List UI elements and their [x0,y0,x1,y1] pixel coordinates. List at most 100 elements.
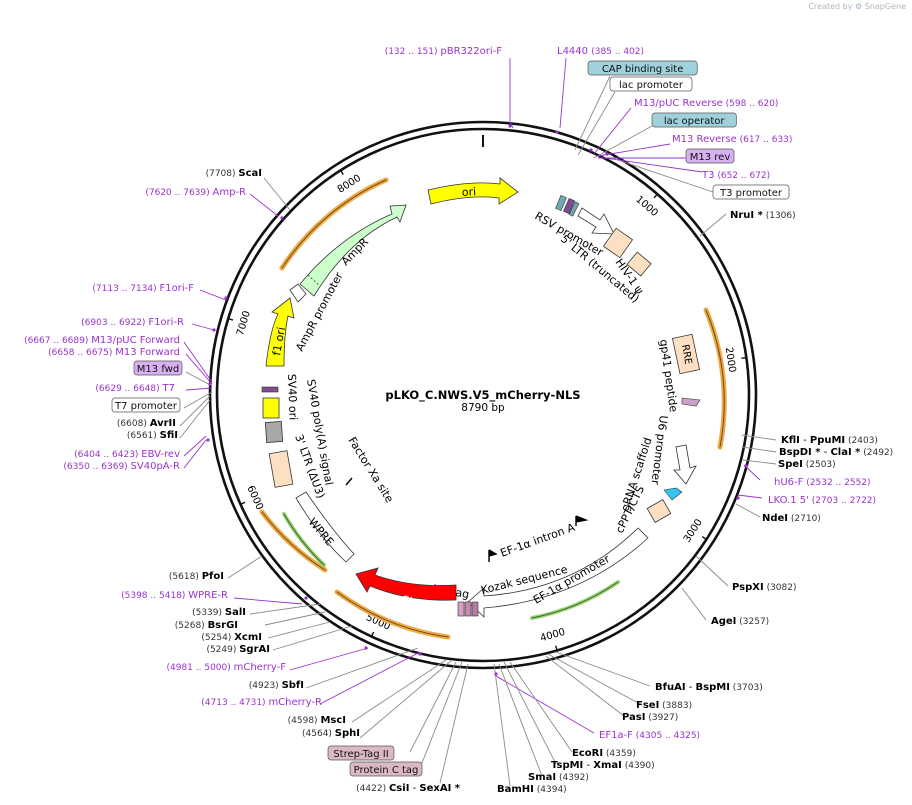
right-label-6[interactable]: T3 (652 .. 672) [701,170,770,181]
feature-hiv-psi[interactable] [626,251,652,277]
feature-sv40ori[interactable] [262,397,280,419]
left-label-9[interactable]: (6608) AvrII [117,418,176,429]
feature-rsv-promoter[interactable] [577,207,615,235]
left-label-8[interactable]: T7 promoter [114,401,178,412]
left-label-18[interactable]: (5249) SgrAI [206,644,270,655]
bottom-label-strep[interactable]: Strep-Tag II [333,749,388,760]
right-label-16[interactable]: AgeI (3257) [711,616,769,627]
right-label-22[interactable]: TspMI - XmaI (4390) [551,760,655,771]
feature-cppt[interactable] [646,499,672,523]
tick-2000 [741,356,748,359]
left-label-11[interactable]: (6404 .. 6423) EBV-rev [74,449,180,460]
left-name-23: SphI [335,728,360,739]
feature-ef1-promoter[interactable] [467,527,649,618]
right-coord-12: (2532 .. 2552) [803,478,870,488]
right-label-1[interactable]: lac promoter [619,80,684,91]
right-label-0[interactable]: CAP binding site [602,64,684,75]
right-label-12[interactable]: hU6-F (2532 .. 2552) [774,477,871,488]
left-label-12[interactable]: (6350 .. 6369) SV40pA-R [63,461,180,472]
left-label-20[interactable]: (4923) SbfI [249,680,304,691]
feature-mcherry[interactable] [355,567,457,601]
right-label-10[interactable]: BspDI * - ClaI * (2492) [779,447,893,458]
left-label-23[interactable]: (4564) SphI [302,728,360,739]
left-coord-11: (6404 .. 6423) [74,450,141,460]
feature-lacop-box [568,201,580,217]
left-label-5[interactable]: (6658 .. 6675) M13 Forward [48,347,180,358]
left-label-0[interactable]: (7708) ScaI [206,168,262,179]
feature-v5-box2[interactable] [464,601,472,617]
feature-u6[interactable] [673,444,697,485]
left-name-3: F1ori-R [148,317,184,328]
left-label-13[interactable]: (5618) PfoI [169,571,224,582]
feature-wpre[interactable] [295,491,355,563]
feature-3ltr[interactable] [268,450,294,488]
left-name-10: SfiI [160,430,178,441]
feature-ampr[interactable] [299,204,407,297]
top-label-l4440[interactable]: L4440 (385 .. 402) [557,46,644,57]
tick-1000 [653,192,659,199]
tick-label: 4000 [539,627,567,645]
right-label-13[interactable]: LKO.1 5' (2703 .. 2722) [768,495,876,506]
left-label-3[interactable]: (6903 .. 6922) F1ori-R [81,317,184,328]
bottom-label-csi[interactable]: (4422) CsiI - SexAI * [356,783,461,794]
left-label-4[interactable]: (6667 .. 6689) M13/pUC Forward [24,335,180,346]
right-label-20[interactable]: EF1a-F (4305 .. 4325) [599,730,700,741]
right-label-19[interactable]: PasI (3927) [622,712,678,723]
left-label-16[interactable]: (5268) BsrGI [175,620,238,631]
feature-factor-xa-label: Factor Xa site [345,435,396,506]
left-label-22[interactable]: (4598) MscI [288,715,346,726]
right-label-5[interactable]: M13 rev [690,152,731,163]
right-label-15[interactable]: PspXI (3082) [732,582,797,593]
right-label-7[interactable]: T3 promoter [719,188,783,199]
left-coord-18: (5249) [206,645,239,655]
right-label-2[interactable]: M13/pUC Reverse (598 .. 620) [634,98,778,109]
feature-rre[interactable] [672,333,700,375]
feature-5ltr[interactable] [602,227,634,259]
right-label-9[interactable]: KflI - PpuMI (2403) [781,435,878,446]
right-label-24[interactable]: BamHI (4394) [497,784,567,795]
right-label-17[interactable]: BfuAI - BspMI (3703) [655,682,763,693]
left-label-7[interactable]: (6629 .. 6648) T7 [95,383,175,394]
left-label-6-box [133,360,183,376]
right-label-14[interactable]: NdeI (2710) [762,513,821,524]
left-label-6[interactable]: M13 fwd [137,364,179,375]
right-label-3[interactable]: lac operator [664,116,725,127]
feature-v5-box3[interactable] [471,601,479,617]
left-coord-5: (6658 .. 6675) [48,348,115,358]
feature-f1ori[interactable] [265,297,295,367]
left-label-17[interactable]: (5254) XcmI [201,632,262,643]
right-label-21[interactable]: EcoRI (4359) [572,748,636,759]
left-label-19[interactable]: (4981 .. 5000) mCherry-F [166,662,286,673]
feature-v5-box1[interactable] [457,601,465,617]
right-coord-9: (2403) [845,436,878,446]
right-label-8[interactable]: NruI * (1306) [730,210,796,221]
top-label-pbr[interactable]: (132 .. 151) pBR322ori-F [385,46,503,57]
right-label-5-box [685,148,735,164]
right-label-18[interactable]: FseI (3883) [636,700,692,711]
left-label-2[interactable]: (7113 .. 7134) F1ori-F [92,283,194,294]
right-sep-17: - [686,682,696,693]
left-label-15[interactable]: (5339) SalI [192,607,246,618]
left-label-14[interactable]: (5398 .. 5418) WPRE-R [121,590,228,601]
right-label-11[interactable]: SpeI (2503) [778,459,836,470]
right-name2-22: XmaI [593,760,622,771]
right-label-23[interactable]: SmaI (4392) [528,772,589,783]
right-name2-9: PpuMI [810,435,845,446]
feature-grna[interactable] [663,487,683,501]
left-coord-12: (6350 .. 6369) [63,462,130,472]
right-label-4[interactable]: M13 Reverse (617 .. 633) [672,134,792,145]
right-coord-22: (4390) [622,761,655,771]
right-coord-8: (1306) [763,211,796,221]
left-label-1[interactable]: (7620 .. 7639) Amp-R [145,187,246,198]
bottom-label-proteinc[interactable]: Protein C tag [354,765,419,776]
primer-site-mark [208,382,212,386]
left-label-21[interactable]: (4713 .. 4731) mCherry-R [201,697,322,708]
feature-ori[interactable] [427,177,519,205]
feature-sv40pa[interactable] [264,421,284,443]
primer-site-mark [589,148,593,152]
feature-ampr-promoter[interactable] [289,283,307,303]
bottom-label-proteinc-box [349,761,423,777]
left-label-10[interactable]: (6561) SfiI [127,430,178,441]
left-name-5: M13 Forward [115,347,180,358]
feature-gp41[interactable] [681,397,701,407]
